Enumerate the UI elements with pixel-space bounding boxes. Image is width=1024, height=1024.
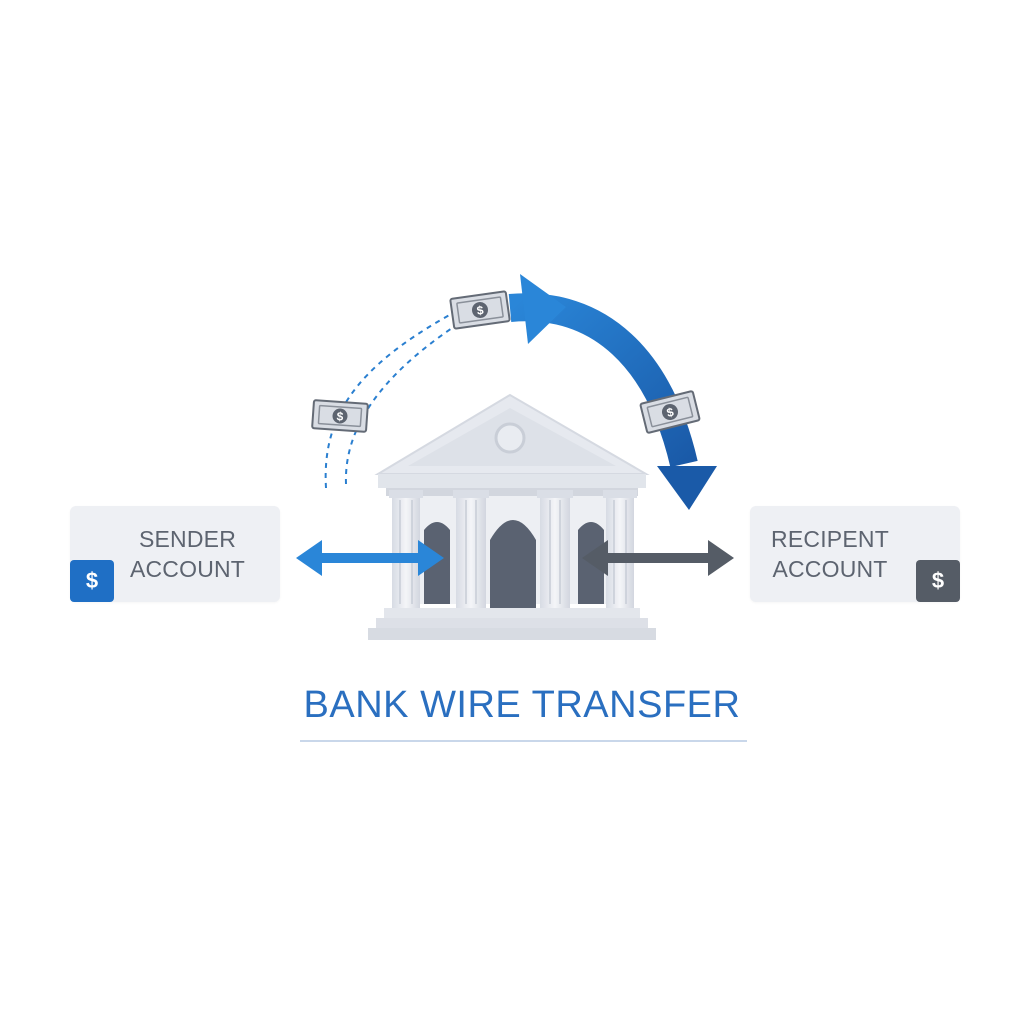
banknote-icon: $: [639, 390, 701, 434]
sender-label-line2: ACCOUNT: [129, 556, 246, 582]
banknote-dollar-symbol: $: [336, 409, 344, 423]
banknote-icon: $: [449, 290, 511, 330]
title-underline: [300, 740, 747, 742]
recipient-account-label: RECIPENT ACCOUNT: [740, 524, 920, 584]
sender-account-label: SENDER ACCOUNT: [70, 524, 305, 584]
dollar-icon: $: [916, 560, 960, 602]
sender-label-line1: SENDER: [138, 526, 237, 552]
recipient-exchange-arrow: [582, 540, 734, 576]
dollar-icon: $: [70, 560, 114, 602]
bank-columns: [389, 490, 637, 608]
banknote-dollar-symbol: $: [665, 405, 675, 420]
banknote-dollar-symbol: $: [476, 303, 485, 318]
sender-account-card: SENDER ACCOUNT $: [70, 506, 280, 602]
sender-exchange-arrow: [296, 540, 444, 576]
recipient-label-line1: RECIPENT: [771, 526, 889, 552]
bank-building-icon: [368, 393, 656, 640]
recipient-label-line2: ACCOUNT: [772, 556, 888, 582]
diagram-title: BANK WIRE TRANSFER: [303, 684, 741, 726]
banknote-icon: $: [311, 399, 369, 433]
dashed-money-path: [324, 311, 456, 489]
recipient-account-card: RECIPENT ACCOUNT $: [750, 506, 960, 602]
